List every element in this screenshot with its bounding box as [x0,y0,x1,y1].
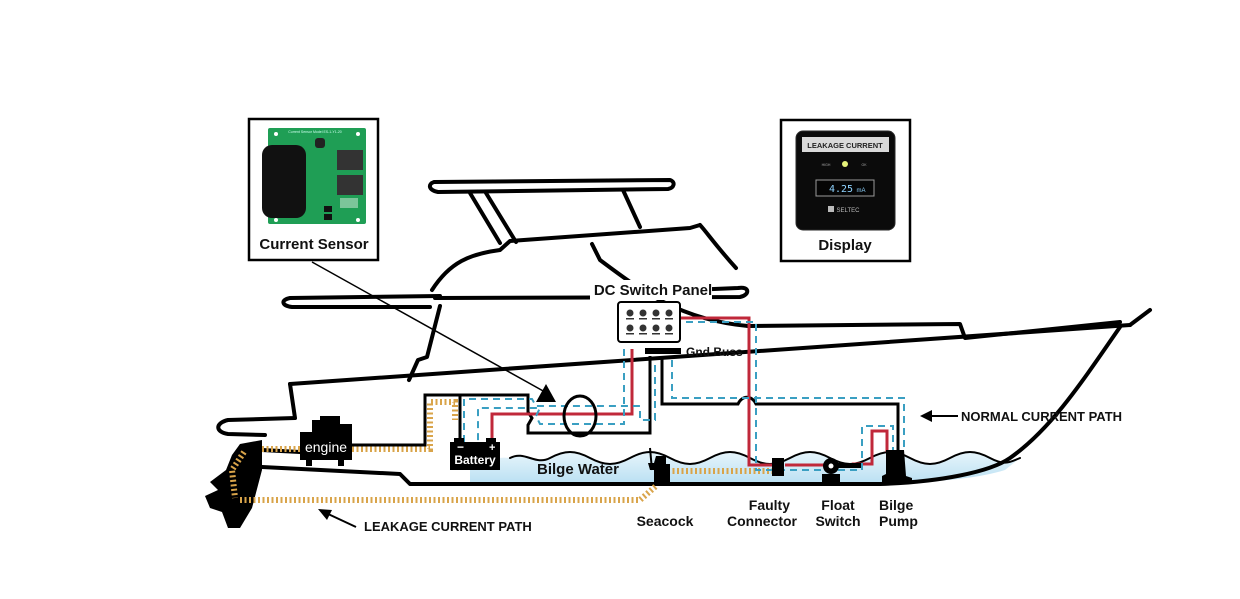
outboard-drive [205,440,262,528]
panel-switch [639,309,647,317]
panel-switch-label-bar [652,318,660,320]
panel-switch-label-bar [665,333,673,335]
dc-switch-panel-label: DC Switch Panel [594,282,712,299]
current-sensor-label: Current Sensor [259,236,368,253]
float-switch-label-line2: Switch [815,513,860,529]
current-sensor-ring [562,394,598,438]
panel-switch [652,309,660,317]
panel-switch [639,324,647,332]
panel-switch [665,324,673,332]
faulty-connector [772,458,784,476]
float-switch [822,458,861,484]
faulty-connector-label-line1: Faulty [749,497,790,513]
panel-switch [665,309,673,317]
sensor-pointer-line [311,261,546,393]
bilge-pump-label-line2: Pump [879,513,918,529]
brand-logo: SELTEC [837,208,861,214]
panel-switch-label-bar [639,318,647,320]
bilge-pump [882,450,912,484]
bilge-pump-label-line1: Bilge [879,497,913,513]
panel-switch [626,324,634,332]
panel-switch-label-bar [626,318,634,320]
arrow-up-left-icon [318,509,332,520]
panel-switch-label-bar [639,333,647,335]
seacock [648,447,670,484]
pcb-silkscreen: Current Sensor Model ES-1-Y1-20 [288,130,342,134]
display-label: Display [818,237,872,254]
battery: − + Battery [450,438,500,470]
display-panel-title: LEAKAGE CURRENT [807,141,883,150]
panel-switch [626,309,634,317]
engine: engine [300,416,352,466]
status-led [842,161,848,167]
seacock-label: Seacock [637,513,694,529]
normal-current-path [463,321,905,471]
sensor-coil [262,145,306,218]
gnd-buss-label: Gnd Buss [686,345,743,359]
panel-switch-label-bar [665,318,673,320]
arrow-left-icon [920,410,932,422]
leakage-current-path [228,399,775,503]
gnd-buss-bar [645,348,681,354]
panel-switch [652,324,660,332]
leakage-current-path-label: LEAKAGE CURRENT PATH [364,519,532,534]
display-callout: LEAKAGE CURRENT HIGH OK 4.25 mA SELTEC D… [779,118,912,263]
battery-label: Battery [454,453,496,467]
current-sensor-callout: Current Sensor Model ES-1-Y1-20 Current … [247,117,380,262]
sensor-pointer-arrow [536,384,556,402]
panel-switch-label-bar [626,333,634,335]
dc-switch-panel [617,301,681,343]
leakage-unit: mA [857,188,866,194]
battery-negative-terminal: − [457,440,464,454]
high-indicator-label: HIGH [822,163,831,167]
normal-current-path-label: NORMAL CURRENT PATH [961,409,1122,424]
leakage-current-path-legend: LEAKAGE CURRENT PATH [318,509,532,534]
bilge-water-label: Bilge Water [537,461,619,478]
engine-label: engine [305,439,347,455]
positive-wiring [490,316,889,467]
normal-current-path-legend: NORMAL CURRENT PATH [920,409,1122,424]
faulty-connector-label-line2: Connector [727,513,798,529]
battery-positive-terminal: + [489,442,495,454]
panel-switch-label-bar [652,333,660,335]
leakage-reading: 4.25 [829,184,853,195]
float-switch-label-line1: Float [821,497,855,513]
ok-indicator-label: OK [861,163,867,167]
